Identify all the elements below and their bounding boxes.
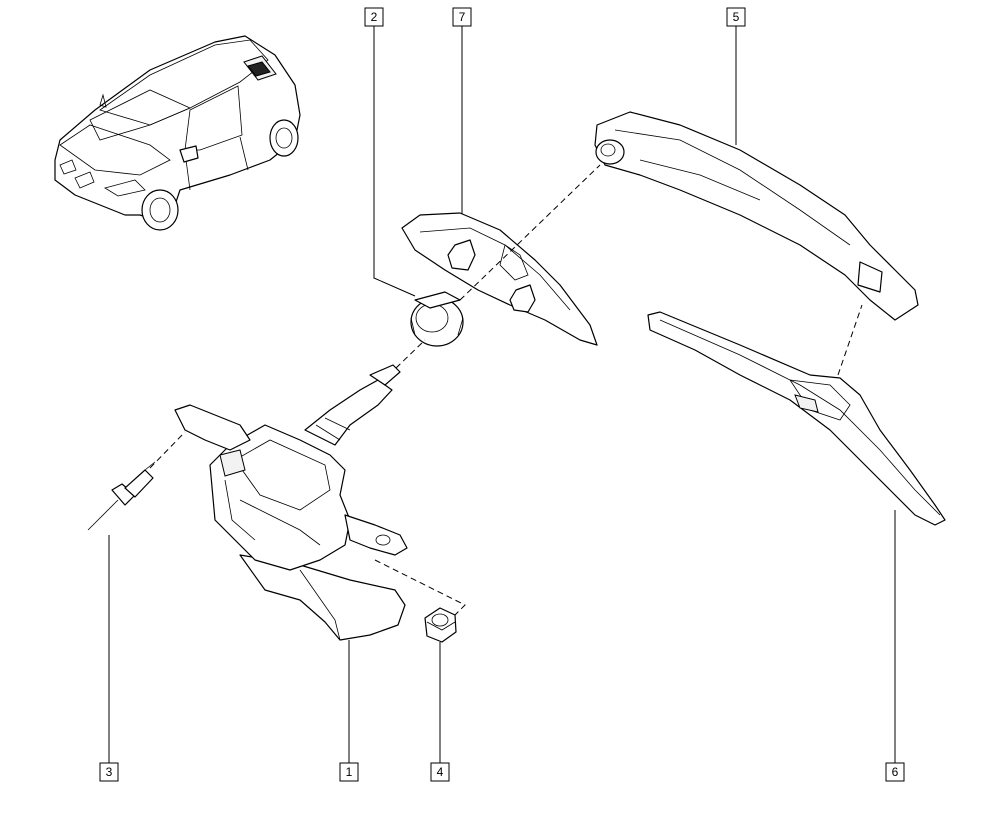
rivet — [87, 461, 156, 531]
assembly-lines — [149, 164, 863, 616]
callout-6: 6 — [885, 762, 905, 782]
wiper-arm — [594, 111, 919, 321]
callout-2-label: 2 — [371, 10, 378, 24]
callout-5-label: 5 — [733, 10, 740, 24]
vehicle-location-view — [54, 35, 301, 231]
callout-2: 2 — [364, 7, 384, 27]
callout-1: 1 — [339, 762, 359, 782]
grommet — [410, 291, 464, 347]
wiper-cover — [401, 212, 598, 346]
callout-1-label: 1 — [346, 765, 353, 779]
nut — [424, 607, 457, 643]
wiper-blade — [647, 311, 946, 526]
callout-4-label: 4 — [437, 765, 444, 779]
callout-3-label: 3 — [106, 765, 113, 779]
leader-lines — [108, 26, 896, 763]
callout-7: 7 — [452, 7, 472, 27]
callout-6-label: 6 — [892, 765, 899, 779]
callout-3: 3 — [99, 762, 119, 782]
callout-4: 4 — [430, 762, 450, 782]
callout-5: 5 — [726, 7, 746, 27]
callout-7-label: 7 — [459, 10, 466, 24]
wiper-motor — [174, 364, 408, 641]
